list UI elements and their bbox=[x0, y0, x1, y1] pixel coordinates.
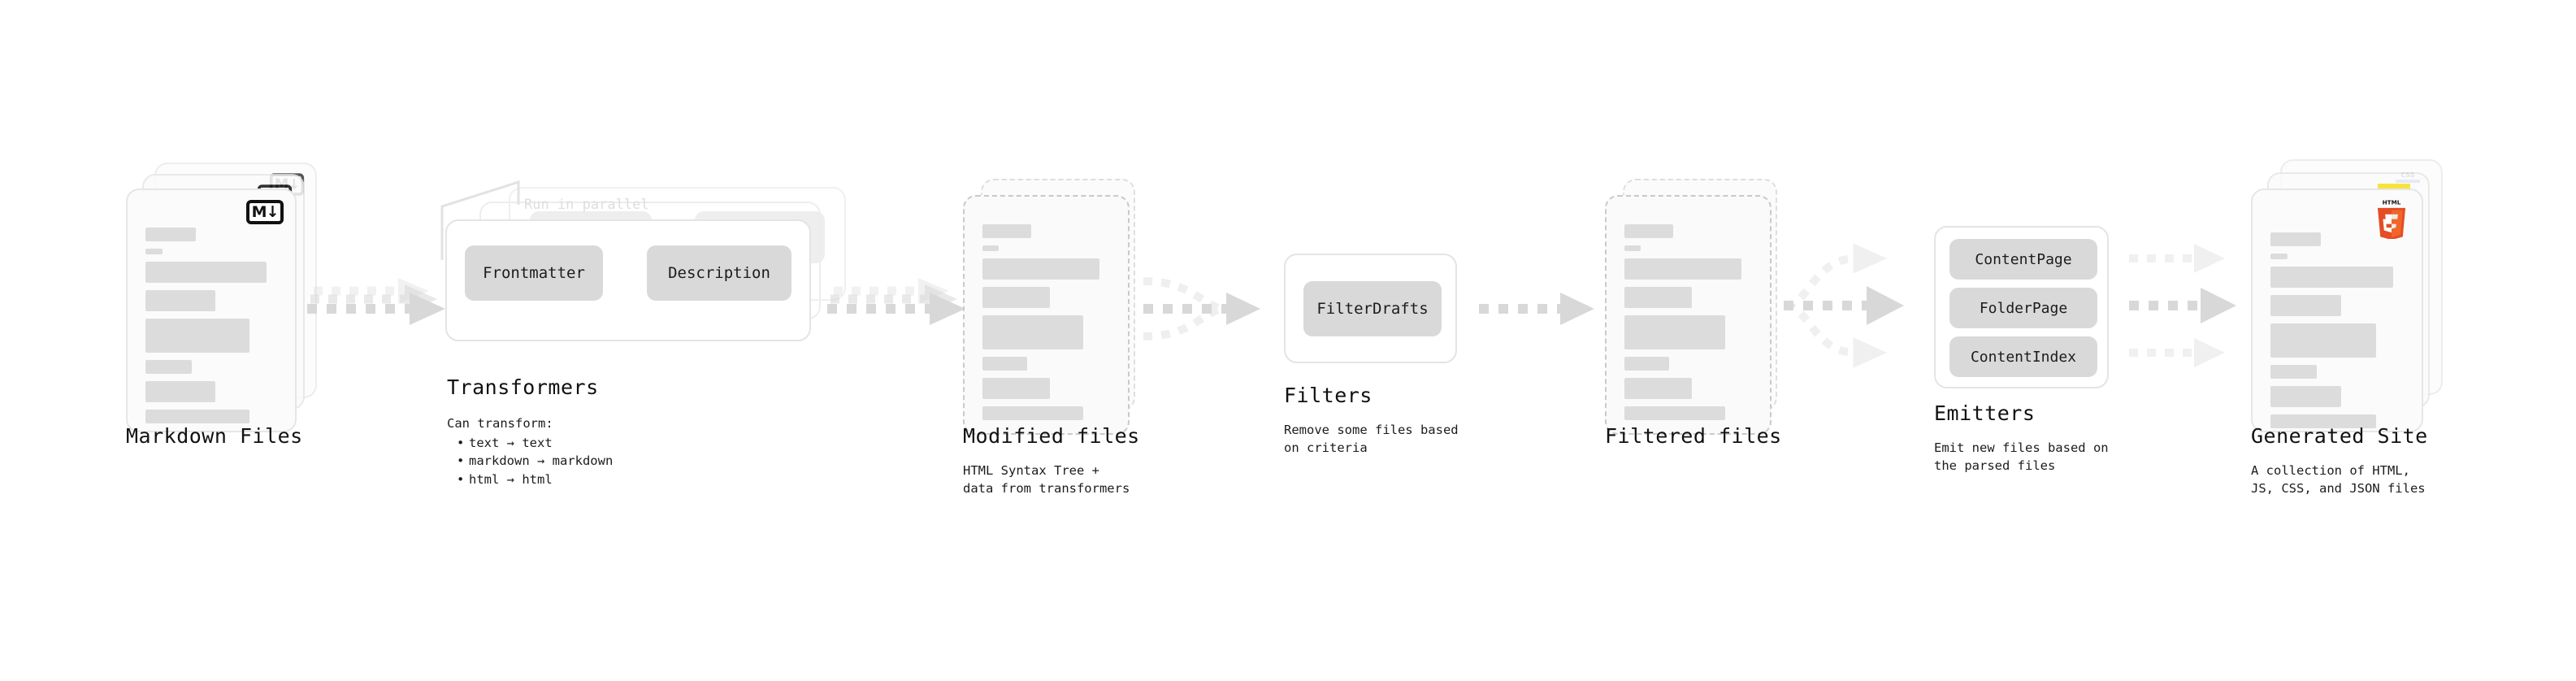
skeleton-bar bbox=[145, 249, 163, 254]
flow-arrow-6 bbox=[2129, 241, 2259, 371]
transformer-pill-frontmatter[interactable]: Frontmatter bbox=[465, 245, 603, 301]
document-skeleton bbox=[145, 228, 277, 431]
transformers-desc: Can transform: bbox=[447, 416, 553, 431]
bullet-item: markdown → markdown bbox=[457, 452, 613, 471]
svg-text:HTML: HTML bbox=[2383, 198, 2401, 206]
skeleton-bar bbox=[1624, 258, 1742, 280]
skeleton-bar bbox=[2270, 232, 2322, 246]
skeleton-bar bbox=[982, 378, 1051, 399]
document-skeleton bbox=[1624, 224, 1752, 427]
html5-icon: HTML bbox=[2377, 198, 2406, 239]
skeleton-bar bbox=[982, 357, 1027, 371]
skeleton-bar bbox=[1624, 357, 1669, 371]
skeleton-bar bbox=[145, 290, 215, 311]
skeleton-bar bbox=[2270, 323, 2376, 358]
skeleton-bar bbox=[2270, 267, 2393, 288]
document-skeleton bbox=[982, 224, 1110, 427]
run-in-parallel-note: Run in parallel bbox=[524, 197, 649, 213]
modified-files-desc: HTML Syntax Tree + data from transformer… bbox=[963, 463, 1130, 497]
skeleton-bar bbox=[1624, 378, 1693, 399]
stage-title-generated-site: Generated Site bbox=[2251, 424, 2428, 448]
transformer-pill-description[interactable]: Description bbox=[647, 245, 791, 301]
flow-arrow-5-fanout bbox=[1784, 241, 1930, 371]
skeleton-bar bbox=[982, 406, 1084, 420]
skeleton-bar bbox=[145, 381, 215, 402]
skeleton-bar bbox=[145, 360, 192, 374]
skeleton-bar bbox=[2270, 365, 2318, 379]
transformers-group-box: Frontmatter Description bbox=[445, 219, 811, 341]
skeleton-bar bbox=[2270, 414, 2376, 428]
emitter-pill-folderpage[interactable]: FolderPage bbox=[1949, 288, 2097, 328]
skeleton-bar bbox=[2270, 386, 2341, 407]
skeleton-bar bbox=[982, 315, 1084, 349]
flow-arrow-1 bbox=[307, 275, 453, 340]
emitter-pill-contentindex[interactable]: ContentIndex bbox=[1949, 336, 2097, 377]
filtered-file-front bbox=[1605, 195, 1772, 435]
transformers-bullets: text → text markdown → markdown html → h… bbox=[453, 434, 613, 489]
document-skeleton bbox=[2270, 232, 2404, 436]
skeleton-bar bbox=[1624, 245, 1641, 251]
skeleton-bar bbox=[1624, 406, 1726, 420]
skeleton-bar bbox=[982, 245, 1000, 251]
skeleton-bar bbox=[2270, 254, 2288, 259]
stage-title-markdown-files: Markdown Files bbox=[126, 424, 303, 448]
skeleton-bar bbox=[1624, 287, 1693, 308]
skeleton-bar bbox=[1624, 224, 1673, 238]
skeleton-bar bbox=[982, 224, 1031, 238]
markdown-icon: M↓ bbox=[246, 200, 284, 224]
bullet-item: html → html bbox=[457, 471, 613, 489]
stage-title-filters: Filters bbox=[1284, 384, 1373, 407]
skeleton-bar bbox=[145, 410, 249, 423]
filter-pill-filterdrafts[interactable]: FilterDrafts bbox=[1303, 281, 1442, 336]
stage-title-transformers: Transformers bbox=[447, 375, 599, 399]
emitter-pill-contentpage[interactable]: ContentPage bbox=[1949, 239, 2097, 280]
flow-arrow-2 bbox=[827, 275, 974, 340]
modified-file-front bbox=[963, 195, 1130, 435]
generated-file-front: HTML bbox=[2251, 189, 2423, 432]
stage-title-filtered-files: Filtered files bbox=[1605, 424, 1782, 448]
filters-group-box: FilterDrafts bbox=[1284, 254, 1457, 363]
skeleton-bar bbox=[145, 228, 196, 241]
skeleton-bar bbox=[2270, 295, 2341, 316]
flow-arrow-4 bbox=[1479, 291, 1601, 332]
skeleton-bar bbox=[1624, 315, 1726, 349]
stage-title-modified-files: Modified files bbox=[963, 424, 1140, 448]
filters-desc: Remove some files based on criteria bbox=[1284, 423, 1459, 456]
markdown-file-front: M↓ bbox=[126, 189, 297, 432]
emitters-group-box: ContentPage FolderPage ContentIndex bbox=[1934, 226, 2109, 388]
skeleton-bar bbox=[145, 262, 267, 283]
skeleton-bar bbox=[145, 319, 249, 353]
emitters-desc: Emit new files based on the parsed files bbox=[1934, 440, 2109, 474]
skeleton-bar bbox=[982, 258, 1100, 280]
skeleton-bar bbox=[982, 287, 1051, 308]
bullet-item: text → text bbox=[457, 434, 613, 453]
run-in-parallel-callout-line bbox=[437, 172, 543, 262]
generated-site-desc: A collection of HTML, JS, CSS, and JSON … bbox=[2251, 463, 2426, 497]
flow-arrow-3-merge bbox=[1142, 268, 1280, 349]
stage-title-emitters: Emitters bbox=[1934, 401, 2036, 425]
